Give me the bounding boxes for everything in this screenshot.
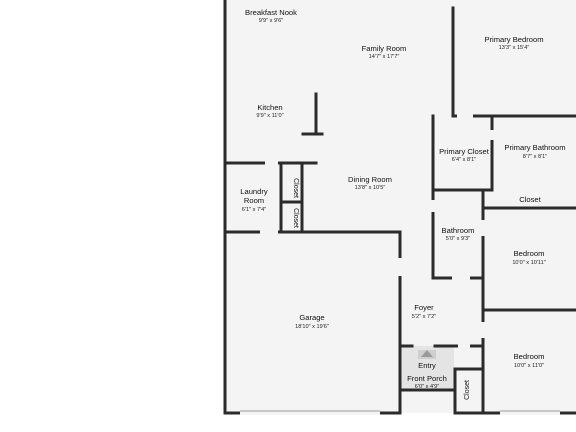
room-primary-bathroom: Primary Bathroom 8'7" x 8'1": [504, 143, 565, 160]
bathroom-dims: 5'0" x 9'3": [446, 236, 470, 242]
dining-room-dims: 13'8" x 10'5": [355, 185, 386, 191]
laundry-closet-bottom-label: Closet: [292, 208, 299, 228]
foyer-label: Foyer: [414, 303, 434, 312]
primary-bathroom-dims: 8'7" x 8'1": [523, 154, 547, 160]
room-bedroom-upper: Bedroom 10'0" x 10'11": [512, 249, 545, 266]
dining-room-label: Dining Room: [348, 175, 392, 184]
walls: [223, 0, 576, 415]
room-bathroom: Bathroom 5'0" x 9'3": [442, 226, 475, 242]
garage-dims: 18'10" x 19'6": [295, 324, 329, 330]
kitchen-label: Kitchen: [257, 103, 282, 112]
bedroom-lower-dims: 10'0" x 11'0": [514, 363, 544, 369]
laundry-room-dims: 6'1" x 7'4": [242, 207, 266, 213]
primary-closet-label: Primary Closet: [439, 147, 490, 156]
breakfast-nook-label: Breakfast Nook: [245, 8, 297, 17]
front-porch-label: Front Porch: [407, 374, 447, 383]
bathroom-label: Bathroom: [442, 226, 475, 235]
room-primary-closet: Primary Closet 6'4" x 8'1": [439, 147, 490, 163]
bedroom-upper-dims: 10'0" x 10'11": [512, 260, 545, 266]
room-foyer: Foyer 5'2" x 7'2": [412, 303, 436, 320]
room-breakfast-nook: Breakfast Nook 9'9" x 9'6": [245, 8, 297, 24]
entry-label: Entry: [418, 361, 436, 370]
entry-arrow-icon: [421, 350, 433, 357]
closet-bottom-label: Closet: [464, 380, 471, 400]
openings: [240, 114, 560, 415]
room-garage: Garage 18'10" x 19'6": [295, 313, 329, 330]
room-laundry-room: Laundry Room 6'1" x 7'4": [240, 187, 268, 213]
room-family-room: Family Room 14'7" x 17'7": [362, 44, 407, 60]
family-room-label: Family Room: [362, 44, 407, 53]
laundry-room-label-line2: Room: [244, 196, 264, 205]
bedroom-upper-label: Bedroom: [514, 249, 545, 258]
family-room-dims: 14'7" x 17'7": [369, 54, 400, 60]
room-kitchen: Kitchen 9'9" x 11'0": [256, 103, 283, 119]
room-closet-right: Closet: [519, 195, 541, 204]
bedroom-lower-label: Bedroom: [514, 352, 545, 361]
garage-label: Garage: [299, 313, 324, 322]
room-entry-porch: Entry Front Porch 6'0" x 4'9": [407, 361, 447, 390]
breakfast-nook-dims: 9'9" x 9'6": [259, 18, 283, 24]
kitchen-dims: 9'9" x 11'0": [256, 113, 283, 119]
foyer-dims: 5'2" x 7'2": [412, 314, 436, 320]
room-primary-bedroom: Primary Bedroom 13'3" x 15'4": [484, 35, 543, 51]
primary-bedroom-label: Primary Bedroom: [484, 35, 543, 44]
laundry-room-label-line1: Laundry: [240, 187, 268, 196]
closet-right-label: Closet: [519, 195, 541, 204]
front-porch-dims: 6'0" x 4'9": [415, 384, 439, 390]
primary-closet-dims: 6'4" x 8'1": [452, 157, 476, 163]
primary-bathroom-label: Primary Bathroom: [504, 143, 565, 152]
room-dining-room: Dining Room 13'8" x 10'5": [348, 175, 392, 191]
laundry-closet-top-label: Closet: [292, 178, 299, 198]
primary-bedroom-dims: 13'3" x 15'4": [499, 45, 530, 51]
room-bedroom-lower: Bedroom 10'0" x 11'0": [514, 352, 545, 369]
